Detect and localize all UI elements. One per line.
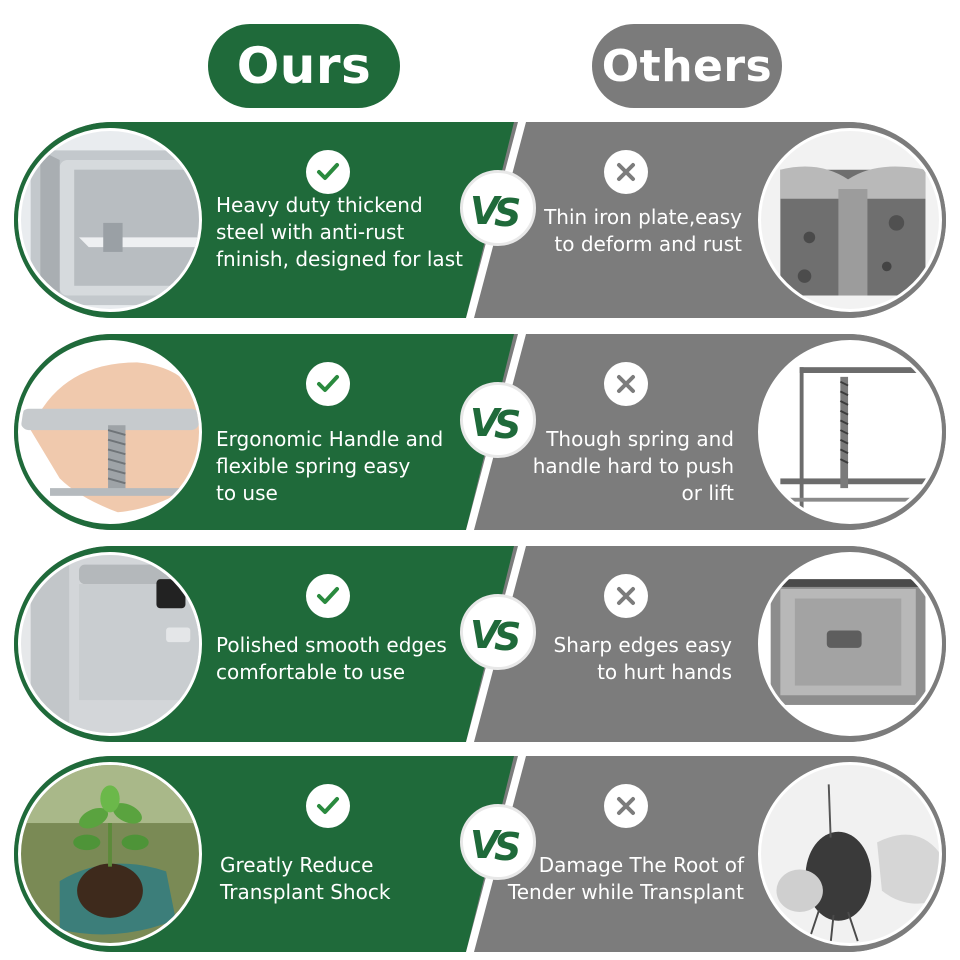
vs-icon: V S (460, 382, 536, 458)
svg-text:S: S (494, 825, 521, 866)
cross-icon (604, 784, 648, 828)
svg-text:V: V (470, 823, 502, 866)
vs-icon: V S (460, 804, 536, 880)
others-feature-text: Thin iron plate,easy to deform and rust (544, 205, 742, 256)
ours-feature-text: Polished smooth edges comfortable to use (216, 633, 447, 684)
checkmark-icon (306, 150, 350, 194)
comparison-row-transplant: Greatly Reduce Transplant Shock V S Dama… (14, 756, 946, 952)
sharp-edge-photo (758, 552, 942, 736)
ours-feature-text: Heavy duty thickend steel with anti-rust… (216, 193, 463, 271)
checkmark-icon (306, 362, 350, 406)
svg-text:S: S (494, 615, 521, 656)
svg-text:S: S (494, 191, 521, 232)
others-header: Others (592, 24, 782, 108)
spring-frame-photo (758, 340, 942, 524)
comparison-row-durability: Heavy duty thickend steel with anti-rust… (14, 122, 946, 318)
damaged-root-photo (758, 762, 942, 946)
others-feature-text: Though spring and handle hard to push or… (532, 427, 734, 505)
svg-text:S: S (494, 403, 521, 444)
rusted-plate-photo (758, 128, 942, 312)
others-feature-text: Sharp edges easy to hurt hands (553, 633, 733, 684)
svg-text:V: V (470, 189, 502, 232)
ours-feature-text: Greatly Reduce Transplant Shock (220, 853, 391, 904)
vs-icon: V S (460, 170, 536, 246)
svg-text:V: V (470, 401, 502, 444)
ours-header: Ours (208, 24, 400, 108)
cross-icon (604, 150, 648, 194)
cross-icon (604, 574, 648, 618)
checkmark-icon (306, 784, 350, 828)
cross-icon (604, 362, 648, 406)
vs-icon: V S (460, 594, 536, 670)
seedling-glove-photo (18, 762, 202, 946)
svg-text:V: V (470, 613, 502, 656)
ours-feature-text: Ergonomic Handle and flexible spring eas… (216, 427, 444, 505)
comparison-row-edges: Polished smooth edges comfortable to use… (14, 546, 946, 742)
smooth-edge-photo (18, 552, 202, 736)
steel-corner-photo (18, 128, 202, 312)
comparison-row-handle: Ergonomic Handle and flexible spring eas… (14, 334, 946, 530)
others-feature-text: Damage The Root of Tender while Transpla… (507, 853, 744, 904)
hand-handle-photo (18, 340, 202, 524)
checkmark-icon (306, 574, 350, 618)
